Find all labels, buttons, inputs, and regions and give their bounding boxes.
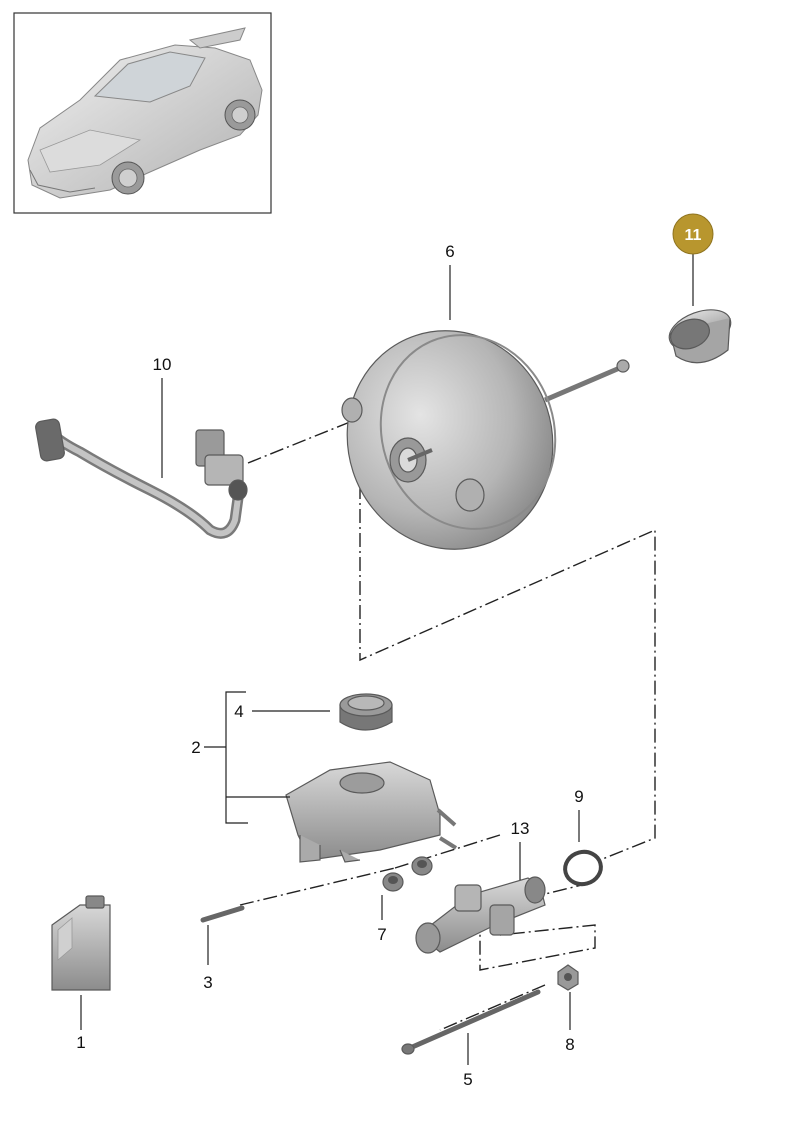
car-illustration xyxy=(27,27,263,199)
callout-1[interactable]: 1 xyxy=(76,1033,85,1052)
part-brake-fluid-reservoir xyxy=(285,761,458,863)
leader-lines xyxy=(80,253,694,1065)
part-brake-fluid-bottle xyxy=(51,895,111,991)
callout-8[interactable]: 8 xyxy=(565,1035,574,1054)
part-bolt xyxy=(401,989,541,1055)
part-vacuum-hose xyxy=(35,418,248,539)
callout-4[interactable]: 4 xyxy=(234,702,243,721)
vehicle-thumbnail xyxy=(13,12,272,214)
assembly-lines xyxy=(239,421,656,1031)
callout-2[interactable]: 2 xyxy=(191,738,200,757)
part-stud xyxy=(200,905,245,923)
part-reservoir-cap xyxy=(339,693,393,731)
callout-3[interactable]: 3 xyxy=(203,973,212,992)
part-nut xyxy=(557,964,579,991)
callout-13[interactable]: 13 xyxy=(511,819,530,838)
part-sleeve xyxy=(668,309,732,364)
callout-5[interactable]: 5 xyxy=(463,1070,472,1089)
callout-10[interactable]: 10 xyxy=(153,355,172,374)
callout-7[interactable]: 7 xyxy=(377,925,386,944)
part-o-ring xyxy=(563,849,603,887)
part-grommets xyxy=(382,856,433,892)
callout-6[interactable]: 6 xyxy=(445,242,454,261)
part-brake-booster xyxy=(341,330,630,550)
callout-9[interactable]: 9 xyxy=(574,787,583,806)
callout-11-badge xyxy=(672,213,714,255)
part-master-cylinder xyxy=(415,876,546,954)
callout-11[interactable]: 11 xyxy=(685,227,702,244)
callouts: 11 6 10 4 2 9 13 7 3 1 8 5 xyxy=(76,213,714,1089)
